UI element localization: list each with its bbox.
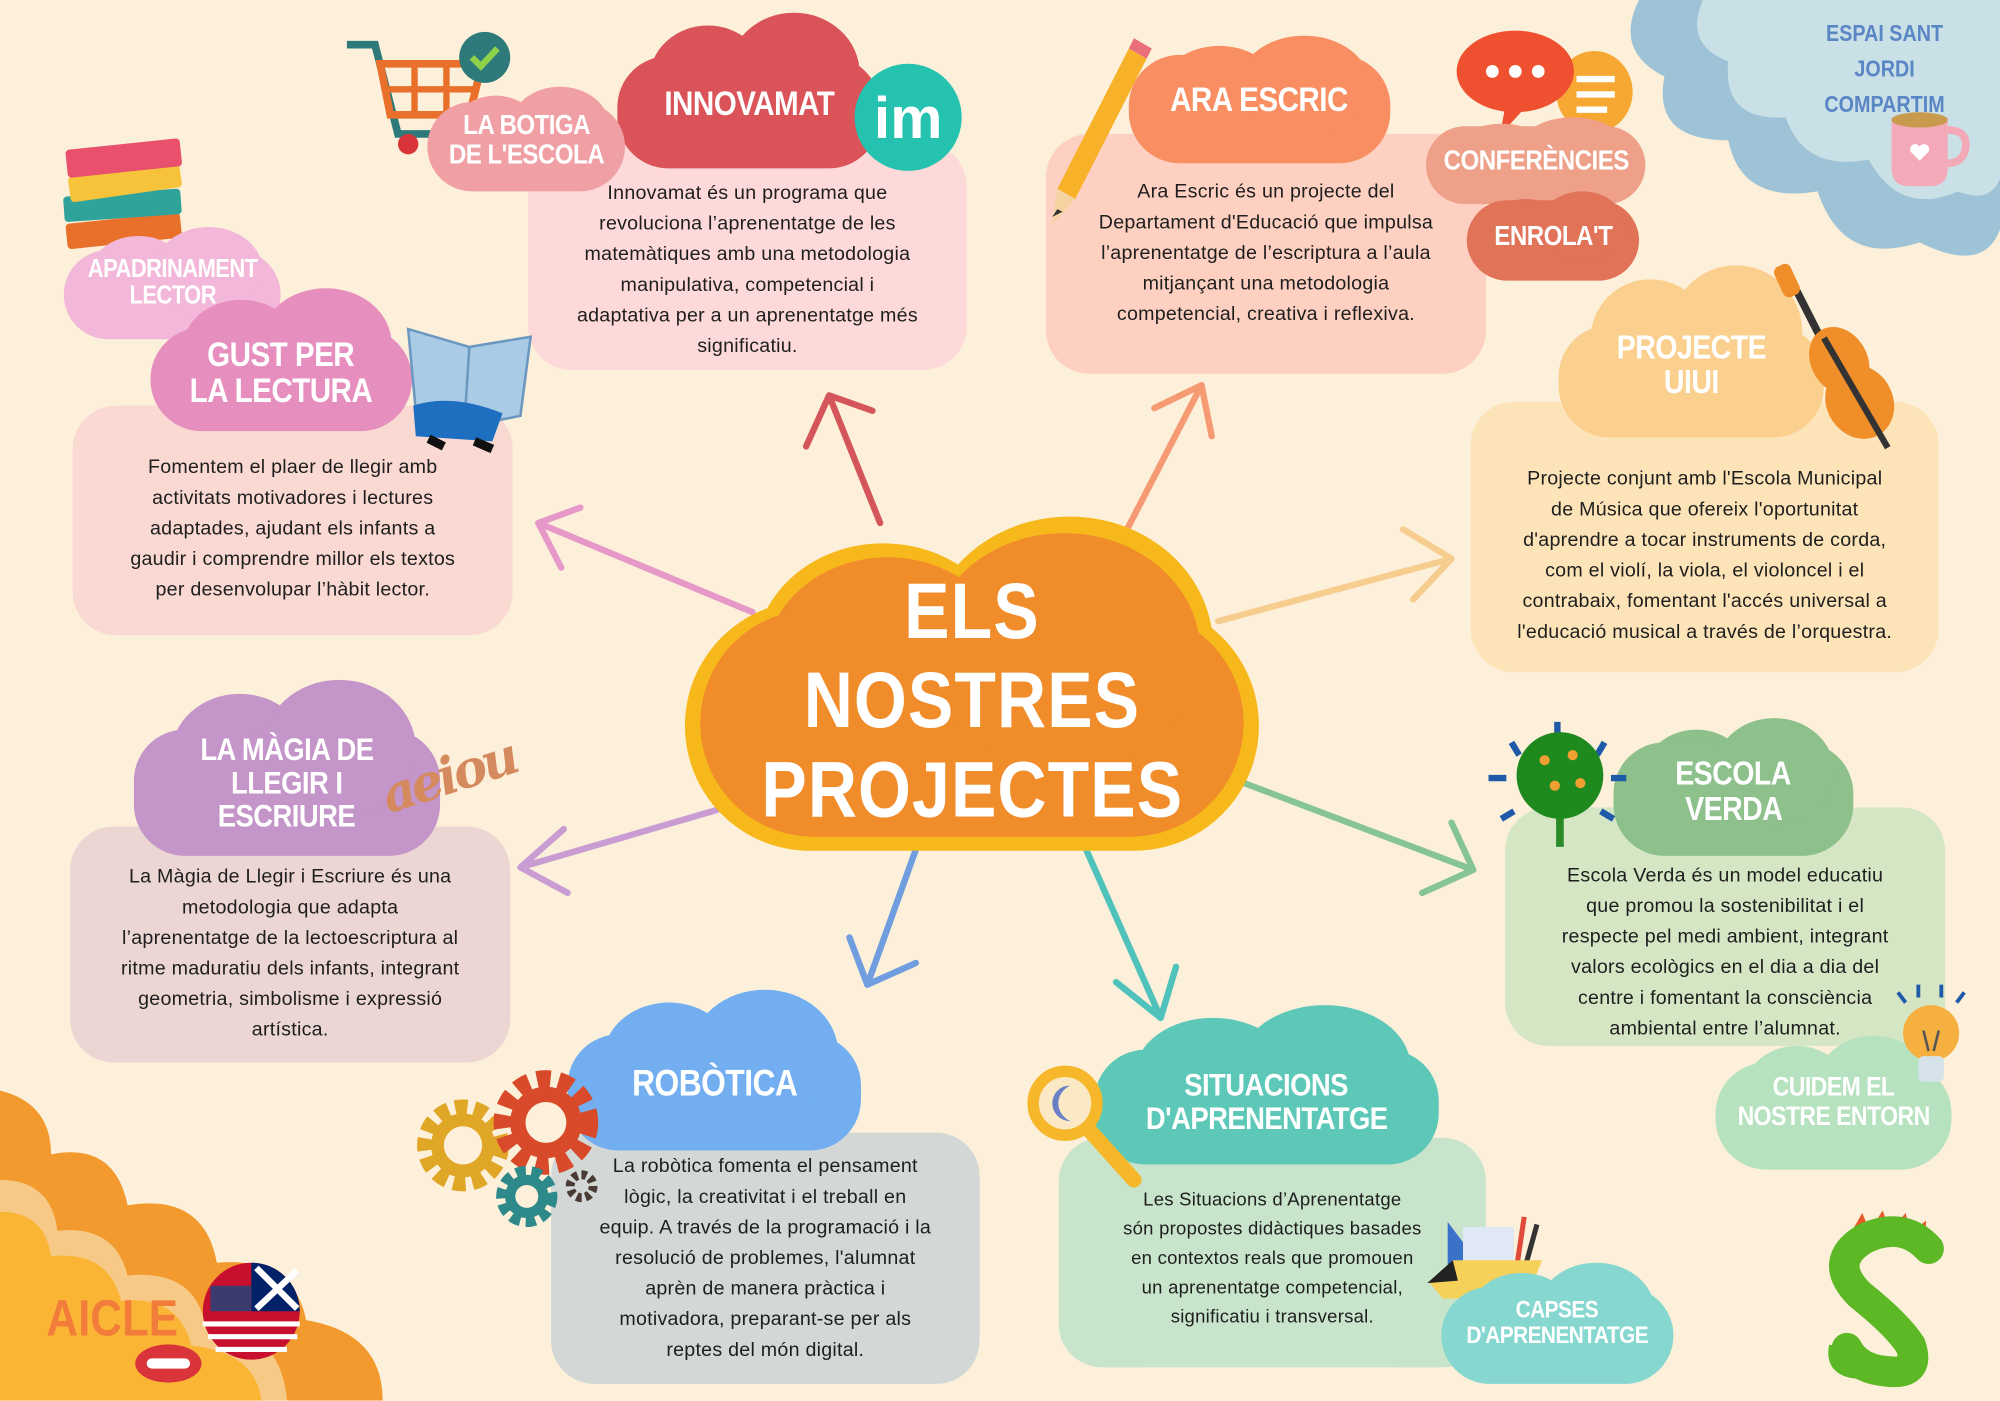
central-title: ELS NOSTRES	[803, 567, 1141, 745]
enrolat-tag[interactable]: ENROLA'T	[1466, 191, 1640, 281]
innovamat-logo-icon: im	[854, 63, 962, 171]
arrow-innovamat	[802, 392, 884, 527]
arrow-robotica	[846, 832, 925, 988]
arrow-escola-verda	[1227, 774, 1477, 897]
ara-escric-heading[interactable]: ARA ESCRIC	[1128, 35, 1391, 164]
arrow-gust	[535, 504, 756, 616]
mug-icon	[1891, 112, 1970, 187]
sant-jordi-label[interactable]: ESPAI SANT JORDI COMPARTIM	[1824, 20, 1945, 118]
reading-child-icon	[406, 327, 533, 454]
tree-icon	[1488, 721, 1627, 847]
gears-icon	[417, 1070, 599, 1228]
speech-bubbles-icon	[1456, 30, 1633, 136]
english-flag-bubble-icon	[202, 1262, 300, 1360]
school-logo-icon	[1828, 1210, 1944, 1388]
violin-icon	[1773, 263, 1895, 450]
arrow-magia	[517, 806, 721, 897]
innovamat-heading[interactable]: INNOVAMAT	[617, 12, 881, 169]
robotica-heading[interactable]: ROBÒTICA	[567, 989, 861, 1151]
magnifier-icon	[1027, 1065, 1142, 1188]
arrow-uiui	[1214, 526, 1455, 625]
conferencies-tag[interactable]: CONFERÈNCIES	[1426, 117, 1646, 205]
lips-icon	[135, 1344, 202, 1383]
light-bulb-icon	[1896, 984, 1966, 1082]
pencil-icon	[1052, 38, 1152, 225]
arrow-ara-escric	[1119, 382, 1215, 542]
aicle-label[interactable]: AICLE	[46, 1290, 179, 1347]
central-title-cloud-inner: ELS NOSTRES PROJECTES	[700, 533, 1244, 837]
